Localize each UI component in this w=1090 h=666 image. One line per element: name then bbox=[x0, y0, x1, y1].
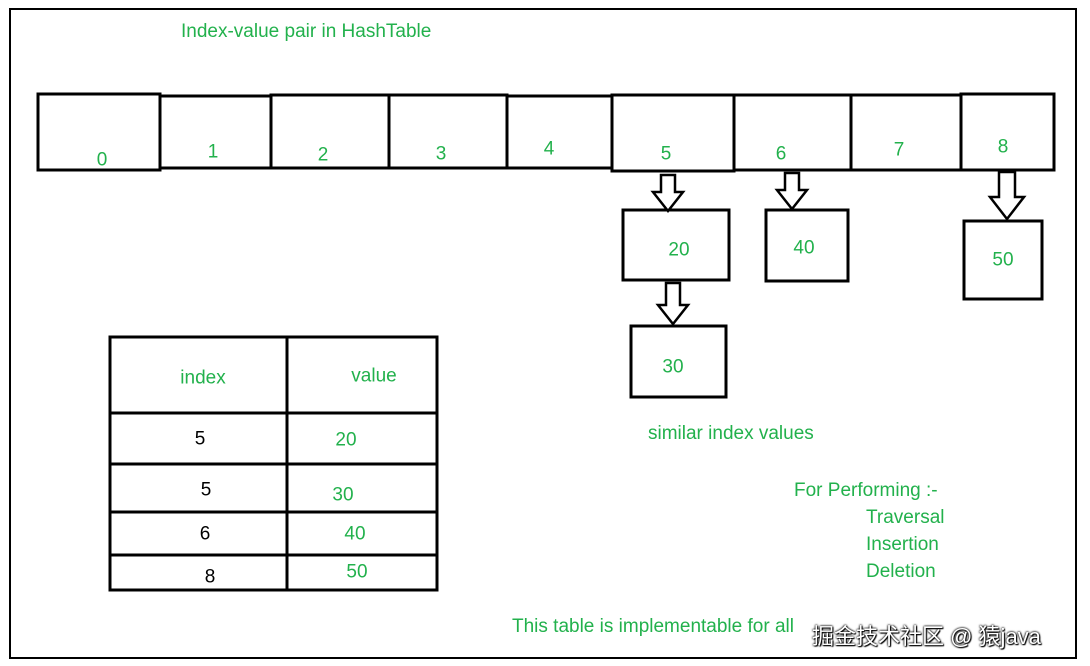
slot-box-6 bbox=[732, 93, 853, 172]
hashtable-slots bbox=[36, 92, 1056, 173]
operation-traversal: Traversal bbox=[866, 507, 945, 528]
slot-box-5 bbox=[610, 93, 736, 173]
similar-index-label: similar index values bbox=[648, 423, 814, 444]
table-cell-value: 50 bbox=[346, 561, 368, 583]
chain-value-30: 30 bbox=[662, 356, 684, 378]
operation-insertion: Insertion bbox=[866, 534, 939, 555]
slot-label-7: 7 bbox=[893, 139, 905, 161]
slot-label-6: 6 bbox=[775, 143, 787, 165]
chain-value-50: 50 bbox=[992, 249, 1014, 271]
slot-label-8: 8 bbox=[997, 136, 1009, 158]
slot-box-8 bbox=[959, 92, 1056, 172]
slot-label-4: 4 bbox=[543, 138, 555, 160]
chain-box-40 bbox=[764, 208, 850, 283]
table-cell-index: 6 bbox=[199, 523, 211, 545]
table-header-index: index bbox=[180, 367, 226, 389]
slot-box-4 bbox=[505, 94, 614, 170]
watermark: 掘金技术社区 @ 猿java bbox=[812, 624, 1041, 649]
slot-label-3: 3 bbox=[435, 143, 447, 165]
operation-deletion: Deletion bbox=[866, 561, 936, 582]
chain-value-40: 40 bbox=[793, 237, 815, 259]
chain-box-20 bbox=[621, 208, 731, 282]
slot-label-2: 2 bbox=[317, 144, 329, 166]
table-cell-value: 30 bbox=[332, 484, 354, 506]
table-cell-index: 8 bbox=[204, 566, 216, 588]
table-cell-value: 40 bbox=[344, 523, 366, 545]
table-cell-value: 20 bbox=[335, 429, 357, 451]
arrow-down-icon bbox=[987, 170, 1027, 222]
slot-box-3 bbox=[387, 93, 509, 170]
operations-heading: For Performing :- bbox=[794, 480, 938, 501]
arrow-down-icon bbox=[655, 281, 691, 327]
slot-box-2 bbox=[269, 93, 391, 170]
slot-label-5: 5 bbox=[660, 143, 672, 165]
table-header-value: value bbox=[351, 365, 397, 387]
arrow-down-icon bbox=[774, 171, 810, 212]
slot-label-0: 0 bbox=[96, 149, 108, 171]
slot-label-1: 1 bbox=[207, 141, 219, 163]
arrow-down-icon bbox=[650, 173, 686, 214]
chain-value-20: 20 bbox=[668, 239, 690, 261]
index-value-table bbox=[108, 335, 439, 592]
table-cell-index: 5 bbox=[200, 479, 212, 501]
chain-box-50 bbox=[962, 219, 1044, 301]
diagram-title: Index-value pair in HashTable bbox=[181, 21, 432, 42]
slot-box-7 bbox=[849, 93, 963, 172]
footer-note: This table is implementable for all bbox=[512, 616, 794, 637]
outer-frame bbox=[9, 8, 1077, 659]
chain-box-30 bbox=[629, 324, 728, 399]
table-cell-index: 5 bbox=[194, 428, 206, 450]
